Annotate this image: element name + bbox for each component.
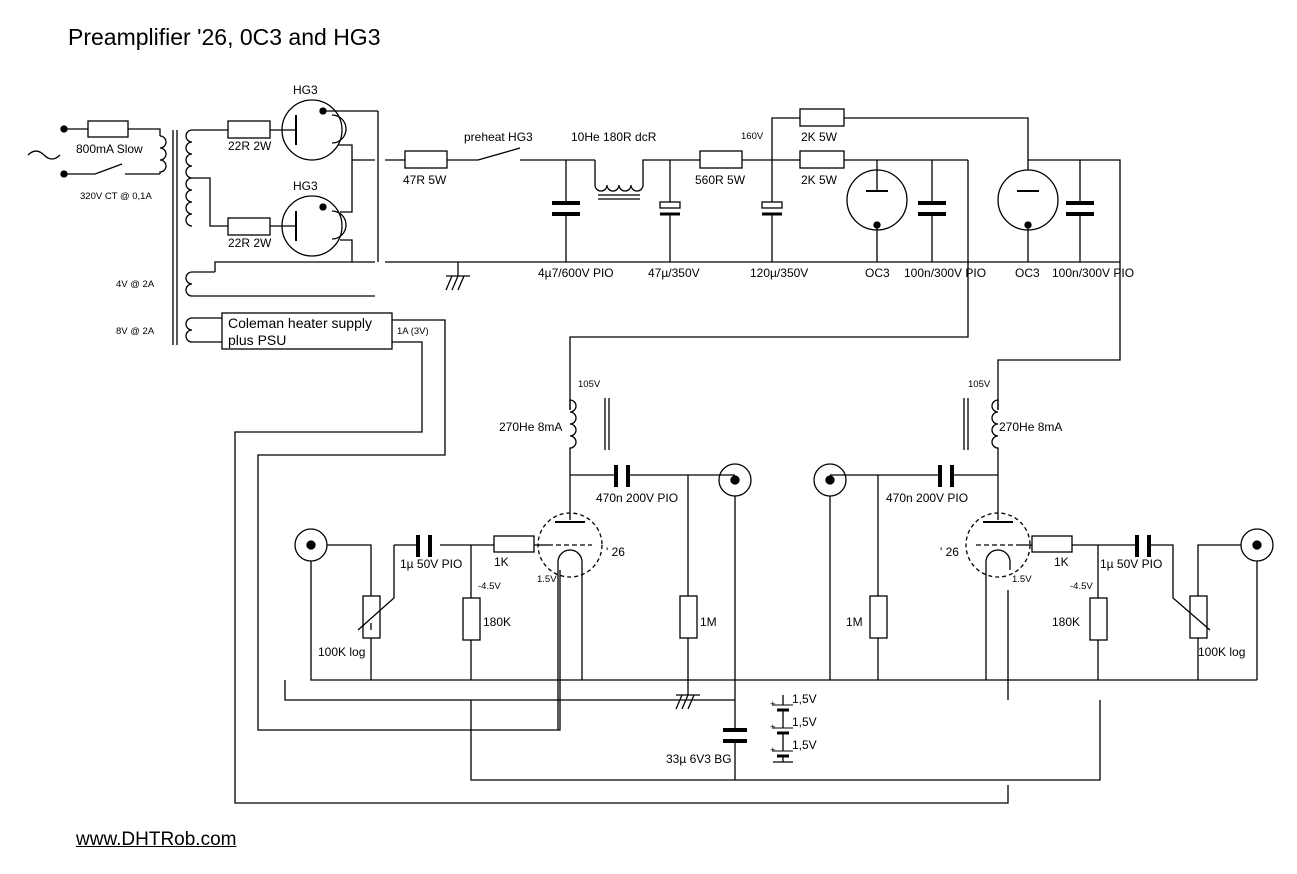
choke-label: 10He 180R dcR	[571, 130, 657, 144]
r1m-left-label: 1M	[700, 615, 717, 629]
mains-input	[27, 125, 160, 178]
vneg45-right-label: -4.5V	[1070, 581, 1093, 592]
r1m-right-label: 1M	[846, 615, 863, 629]
r1k-right-label: 1K	[1054, 555, 1069, 569]
hg3-bottom-label: HG3	[293, 179, 318, 193]
winding-8v-label: 8V @ 2A	[116, 326, 155, 337]
resistor-1k-left	[493, 535, 535, 553]
transformer-secondary-hv	[185, 129, 193, 227]
r1k-left-label: 1K	[494, 555, 509, 569]
resistor-180k-right	[1089, 597, 1108, 641]
resistor-1k-right	[1031, 535, 1073, 553]
r180k-right-label: 180K	[1052, 615, 1080, 629]
heater-box-line2: plus PSU	[228, 332, 286, 348]
battery-3-label: 1,5V	[792, 738, 817, 752]
c100n-right-label: 100n/300V PIO	[1052, 266, 1134, 280]
resistor-22r-top	[227, 120, 271, 139]
winding-4v-label: 4V @ 2A	[116, 279, 155, 290]
fuse-symbol	[87, 120, 129, 138]
resistor-180k-left	[462, 597, 481, 641]
c100n-left-label: 100n/300V PIO	[904, 266, 986, 280]
oc3-left-label: OC3	[865, 266, 890, 280]
c120u-label: 120µ/350V	[750, 266, 808, 280]
v105-right-label: 105V	[968, 379, 991, 390]
output-choke-right	[991, 399, 999, 475]
transformer-secondary-8v	[185, 317, 193, 343]
oc3-right-label: OC3	[1015, 266, 1040, 280]
r47-label: 47R 5W	[403, 173, 447, 187]
c470n-right-label: 470n 200V PIO	[886, 491, 968, 505]
tube26-right-label: ' 26	[940, 545, 959, 559]
heater-box-line1: Coleman heater supply	[228, 315, 372, 331]
oc3-right-tube	[997, 169, 1059, 231]
v160-label: 160V	[741, 131, 764, 142]
v105-left-label: 105V	[578, 379, 601, 390]
pot-right-label: 100K log	[1198, 645, 1245, 659]
choke270-left-label: 270He 8mA	[499, 420, 562, 434]
transformer-primary	[159, 135, 167, 174]
heater-supply-box	[221, 312, 393, 350]
resistor-2k-mid	[799, 150, 845, 169]
hg3-bottom-tube	[281, 195, 343, 257]
battery-2-plus: +	[770, 722, 776, 733]
bias-battery-stack	[773, 695, 793, 763]
potentiometer-left	[362, 595, 381, 639]
r560-label: 560R 5W	[695, 173, 746, 187]
battery-2-label: 1,5V	[792, 715, 817, 729]
hg3-top-tube	[281, 99, 343, 161]
diagram-title: Preamplifier '26, 0C3 and HG3	[68, 24, 381, 50]
r22-bottom-label: 22R 2W	[228, 236, 272, 250]
fuse-label: 800mA Slow	[76, 142, 143, 156]
r2k-mid-label: 2K 5W	[801, 173, 838, 187]
c1u-left-label: 1µ 50V PIO	[400, 557, 462, 571]
vneg45-left-label: -4.5V	[478, 581, 501, 592]
potentiometer-right	[1189, 595, 1208, 639]
c33u-label: 33µ 6V3 BG	[666, 752, 732, 766]
c470n-left-label: 470n 200V PIO	[596, 491, 678, 505]
resistor-1m-right	[869, 595, 888, 639]
transformer-label: 320V CT @ 0,1A	[80, 191, 152, 202]
c4u7-label: 4µ7/600V PIO	[538, 266, 614, 280]
resistor-1m-left	[679, 595, 698, 639]
output-choke-left	[569, 399, 577, 475]
tube26-left-label: ' 26	[606, 545, 625, 559]
resistor-560r	[699, 150, 743, 169]
v15-right-label: 1.5V	[1012, 574, 1032, 585]
battery-3-plus: +	[770, 745, 776, 756]
r22-top-label: 22R 2W	[228, 139, 272, 153]
resistor-22r-bottom	[227, 217, 271, 236]
hg3-top-label: HG3	[293, 83, 318, 97]
v15-left-label: 1.5V	[537, 574, 557, 585]
website-link[interactable]: www.DHTRob.com	[76, 829, 237, 850]
r2k-top-label: 2K 5W	[801, 130, 838, 144]
preheat-label: preheat HG3	[464, 130, 533, 144]
c1u-right-label: 1µ 50V PIO	[1100, 557, 1162, 571]
choke270-right-label: 270He 8mA	[999, 420, 1062, 434]
r180k-left-label: 180K	[483, 615, 511, 629]
resistor-47r	[404, 150, 448, 169]
resistor-2k-top	[799, 108, 845, 127]
heater-current-label: 1A (3V)	[397, 326, 429, 337]
battery-1-plus: +	[770, 699, 776, 710]
battery-1-label: 1,5V	[792, 692, 817, 706]
c47u-label: 47µ/350V	[648, 266, 700, 280]
transformer-secondary-4v	[185, 271, 193, 297]
choke-10he	[594, 159, 700, 192]
pot-left-label: 100K log	[318, 645, 365, 659]
